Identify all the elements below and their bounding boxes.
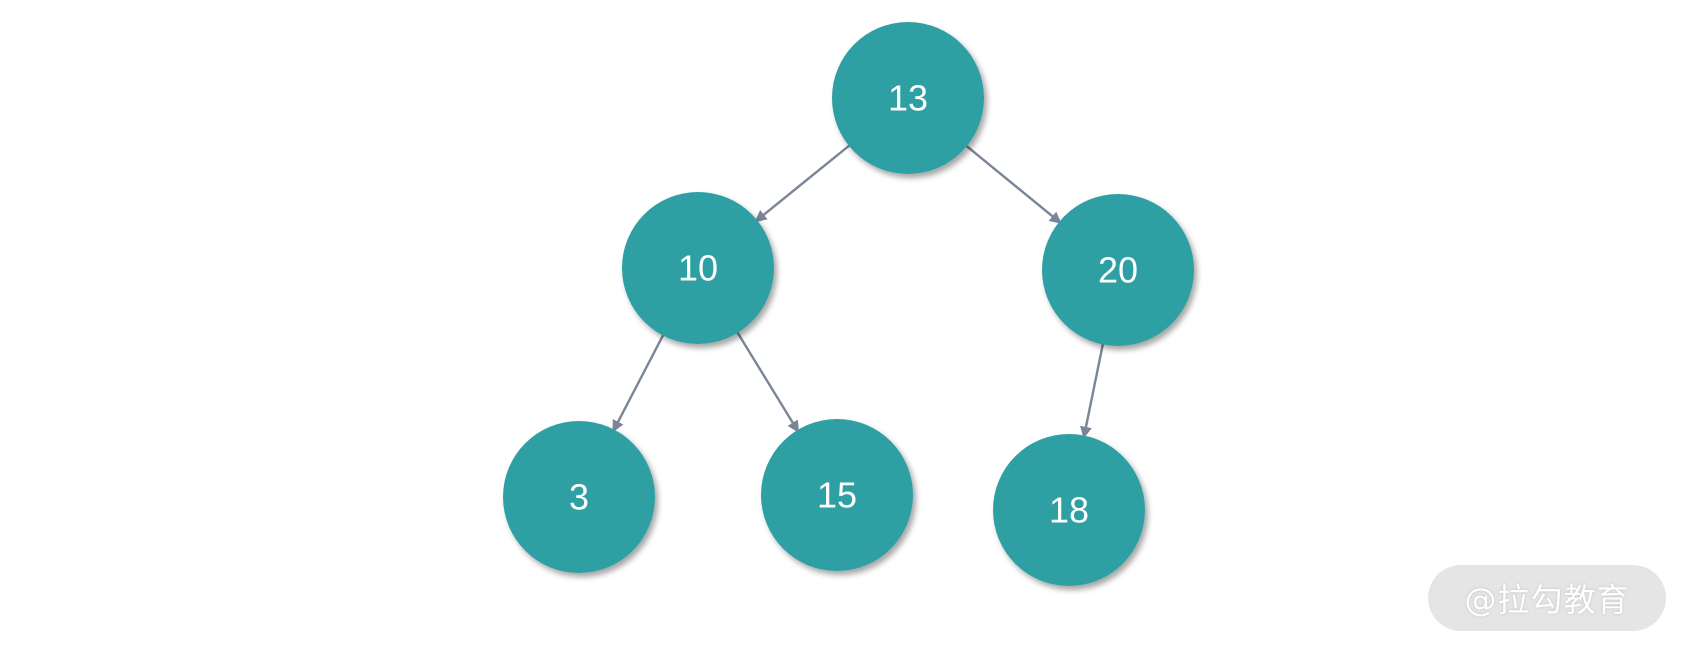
node-label: 10 <box>678 248 718 289</box>
tree-node-10: 10 <box>622 192 774 344</box>
node-label: 18 <box>1049 490 1089 531</box>
node-circle <box>761 419 913 571</box>
edge-n10-to-n15 <box>735 330 800 433</box>
tree-node-13: 13 <box>832 22 984 174</box>
node-label: 3 <box>569 477 589 518</box>
edge-n13-to-n10 <box>754 143 852 223</box>
edge-n20-to-n18 <box>1080 342 1105 439</box>
tree-node-15: 15 <box>761 419 913 571</box>
node-label: 20 <box>1098 250 1138 291</box>
watermark-badge: @拉勾教育 <box>1428 565 1666 631</box>
tree-node-18: 18 <box>993 434 1145 586</box>
node-circle <box>832 22 984 174</box>
edge-n10-to-n3 <box>612 333 665 433</box>
tree-node-20: 20 <box>1042 194 1194 346</box>
watermark-text: @拉勾教育 <box>1464 581 1630 619</box>
node-label: 15 <box>817 475 857 516</box>
edges-layer <box>612 143 1105 439</box>
edge-n13-to-n20 <box>964 143 1062 225</box>
tree-node-3: 3 <box>503 421 655 573</box>
node-circle <box>622 192 774 344</box>
node-circle <box>993 434 1145 586</box>
nodes-layer: 13 10 20 3 15 18 <box>503 22 1194 586</box>
node-label: 13 <box>888 78 928 119</box>
node-circle <box>503 421 655 573</box>
node-circle <box>1042 194 1194 346</box>
